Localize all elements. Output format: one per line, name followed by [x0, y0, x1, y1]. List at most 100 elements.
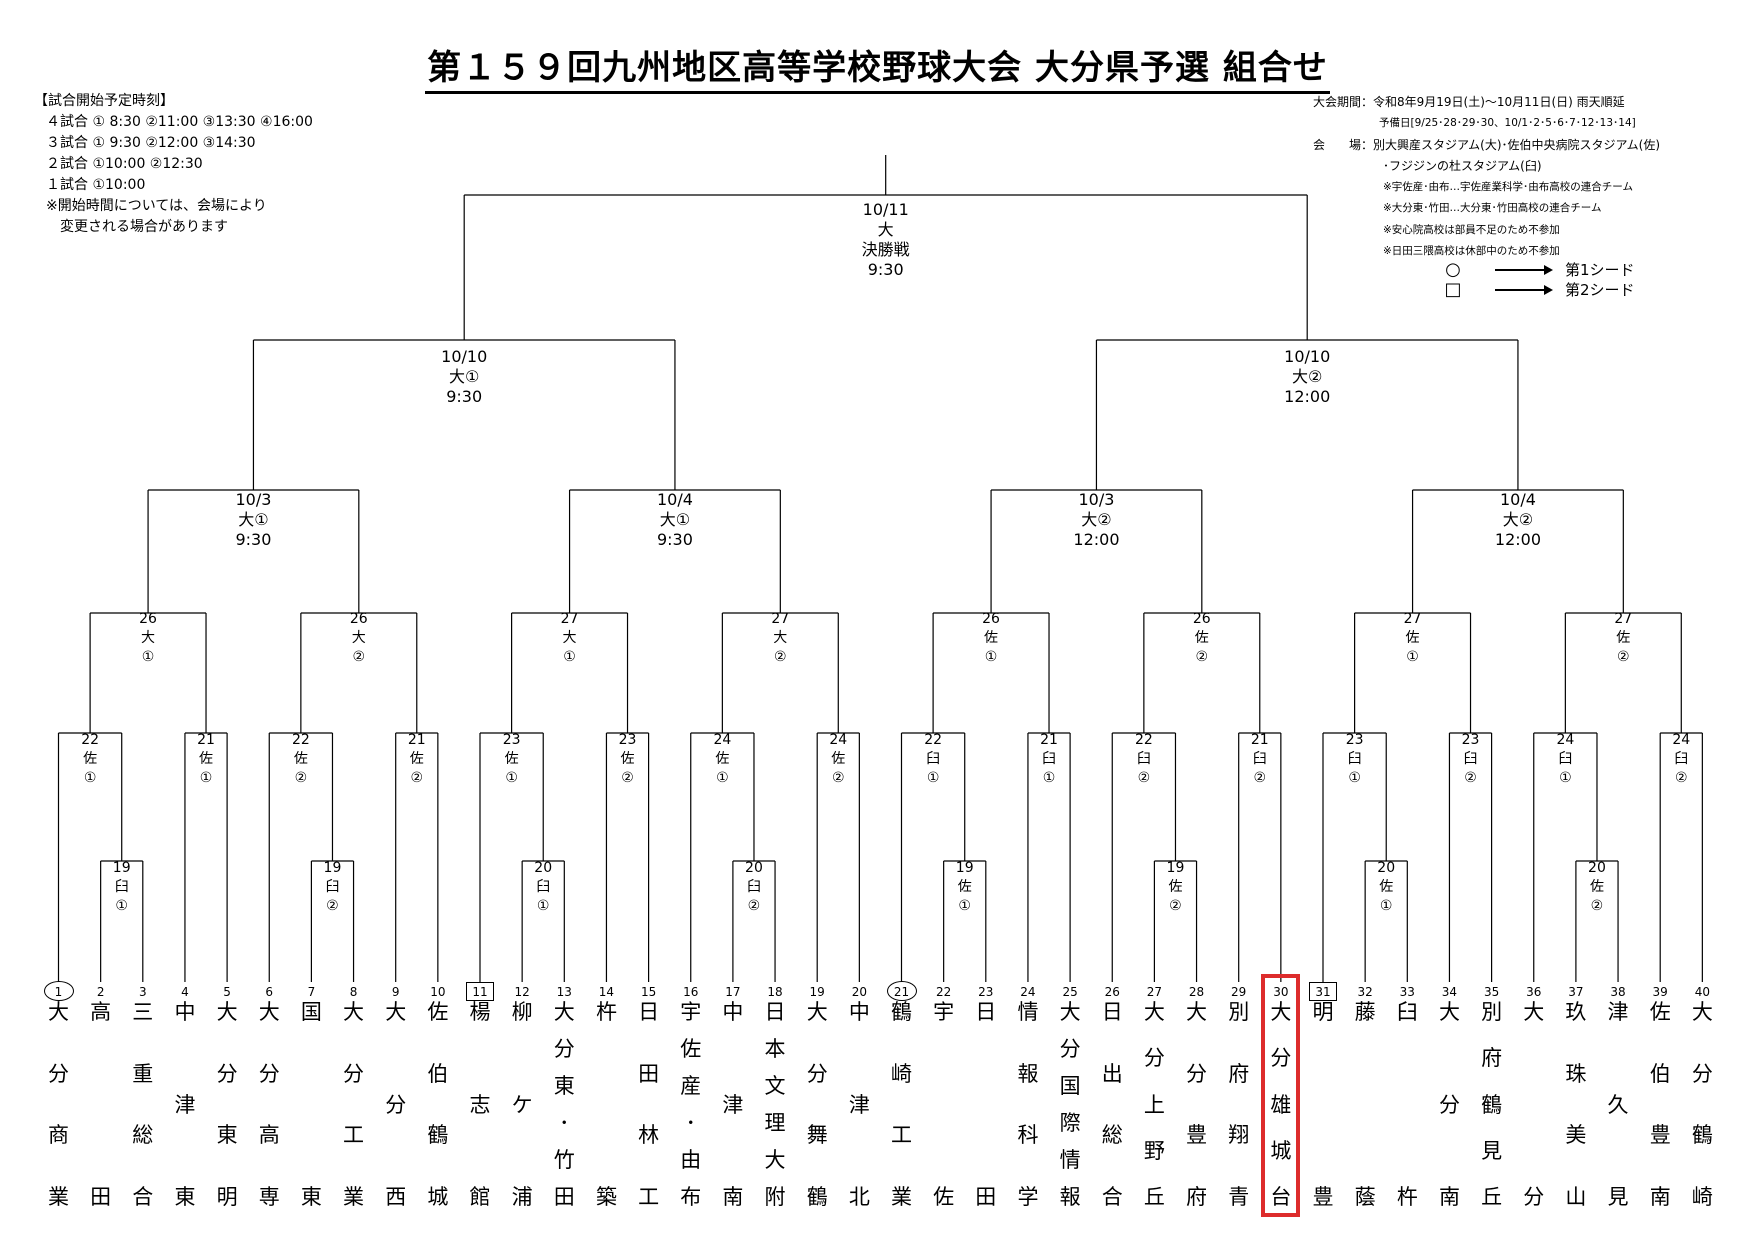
team-name-char: 大 — [764, 1148, 786, 1172]
team-name: 大分鶴崎 — [1682, 1000, 1722, 1214]
team-name-char: 合 — [132, 1185, 154, 1209]
match-label-line: 9:30 — [867, 260, 904, 279]
team-name-char: 中 — [722, 1000, 744, 1024]
legend-label: 第1シード — [1565, 261, 1635, 279]
match-label-line: 臼 — [1463, 751, 1478, 767]
match-label-line: ① — [1406, 649, 1419, 665]
team-name-char: 本 — [764, 1037, 786, 1061]
team-name: 藤蔭 — [1345, 1000, 1385, 1214]
match-label-line: ① — [141, 649, 155, 665]
match-label-line: 27 — [560, 611, 579, 627]
match-label-line: 佐 — [1194, 630, 1209, 646]
info-note: ※大分東･竹田…大分東･竹田高校の連合チーム — [1383, 202, 1602, 215]
match-label-line: ① — [1348, 770, 1361, 786]
match-label-line: ② — [621, 770, 634, 786]
team-name-char: 科 — [1017, 1123, 1039, 1148]
team-name-char: 見 — [1607, 1185, 1629, 1209]
match-label-line: 佐 — [409, 751, 424, 767]
team-name-char: 業 — [891, 1185, 912, 1209]
match-label-line: 佐 — [83, 751, 98, 767]
team-number: 3 — [138, 985, 147, 999]
team-name-char: 学 — [1017, 1185, 1039, 1209]
team-name-char: 丘 — [1481, 1185, 1503, 1209]
team-name: 大分工業 — [334, 1000, 374, 1214]
match-label-line: ② — [326, 898, 339, 914]
match-label-line: 22 — [1134, 732, 1153, 748]
team-name-char: 分 — [216, 1061, 238, 1086]
match-label-line: 21 — [407, 732, 426, 748]
match-label-line: 19 — [323, 860, 342, 876]
team-name-char: 別 — [1481, 1000, 1503, 1024]
team-name-char: 宇 — [680, 1000, 702, 1024]
team-name-char: 志 — [469, 1092, 491, 1117]
page-title: 第１５９回九州地区高等学校野球大会 大分県予選 組合せ — [0, 40, 1755, 94]
match-label-line: 佐 — [1168, 879, 1183, 895]
team-name: 三重総合 — [123, 1000, 163, 1214]
match-label-line: 24 — [1556, 732, 1575, 748]
team-name-char: 大 — [1438, 1000, 1460, 1024]
team-name-char: 日 — [1101, 1000, 1123, 1024]
team-name-char: 鶴 — [427, 1123, 449, 1148]
team-name-char: 東 — [216, 1123, 238, 1148]
info-note: ※安心院高校は部員不足のため不参加 — [1383, 223, 1560, 236]
team-name: 大分東明 — [207, 1000, 247, 1214]
team-name-char: 分 — [1186, 1061, 1208, 1086]
team-name: 明豊 — [1303, 1000, 1343, 1214]
match-label-line: 23 — [502, 732, 521, 748]
match-label-line: 佐 — [1379, 879, 1394, 895]
match-label-line: 大② — [1081, 510, 1112, 529]
match-label-line: 佐 — [715, 751, 730, 767]
team-name-char: 際 — [1059, 1111, 1081, 1135]
team-name-char: 大 — [216, 1000, 238, 1024]
team-name-char: 分 — [553, 1037, 575, 1061]
highlight-box — [1260, 974, 1300, 1217]
team-number: 35 — [1483, 985, 1500, 999]
info-venue-cont: ･フジジンの杜スタジアム(臼) — [1383, 158, 1542, 173]
first-seed-circle-icon — [43, 981, 74, 1001]
team-name: 中津北 — [839, 1000, 879, 1214]
match-label-line: 12:00 — [1284, 387, 1331, 406]
match-label-line: 21 — [197, 732, 215, 748]
match-label-line: 臼 — [1347, 751, 1362, 767]
team-name-char: 丘 — [1143, 1185, 1165, 1209]
team-name-char: 工 — [343, 1123, 365, 1148]
team-name-char: 城 — [427, 1185, 449, 1209]
team-name-char: 北 — [848, 1185, 870, 1209]
match-label-line: ② — [1674, 770, 1688, 786]
team-name-char: 台 — [1270, 1185, 1292, 1209]
start-times-block: 【試合開始予定時刻】 ４試合 ① 8:30 ②11:00 ③13:30 ④16:… — [34, 91, 313, 238]
team-number: 40 — [1694, 985, 1710, 999]
team-name-char: 別 — [1228, 1000, 1250, 1024]
match-label-line: ② — [294, 770, 308, 786]
team-number: 6 — [265, 985, 274, 999]
team-name-char: 文 — [764, 1074, 786, 1098]
team-name-char: 分 — [1438, 1092, 1460, 1117]
match-label-line: 20 — [1588, 860, 1606, 876]
match-label-line: 臼 — [746, 879, 761, 895]
team-name-char: 鶴 — [891, 1000, 912, 1024]
team-number: 16 — [683, 985, 699, 999]
start-times-heading: 【試合開始予定時刻】 — [34, 93, 174, 109]
team-name-char: 見 — [1481, 1138, 1503, 1163]
match-label-line: 佐 — [620, 751, 635, 767]
match-label-line: 24 — [1672, 732, 1691, 748]
team-name-char: 重 — [132, 1061, 154, 1086]
team-name-char: 分 — [806, 1061, 828, 1086]
match-label-line: 佐 — [1589, 879, 1604, 895]
team-number: 30 — [1273, 985, 1289, 999]
team-name-char: 津 — [848, 1092, 870, 1117]
match-label-line: 佐 — [831, 751, 846, 767]
team-name-char: 佐 — [427, 1000, 449, 1024]
team-number: 27 — [1146, 985, 1163, 999]
